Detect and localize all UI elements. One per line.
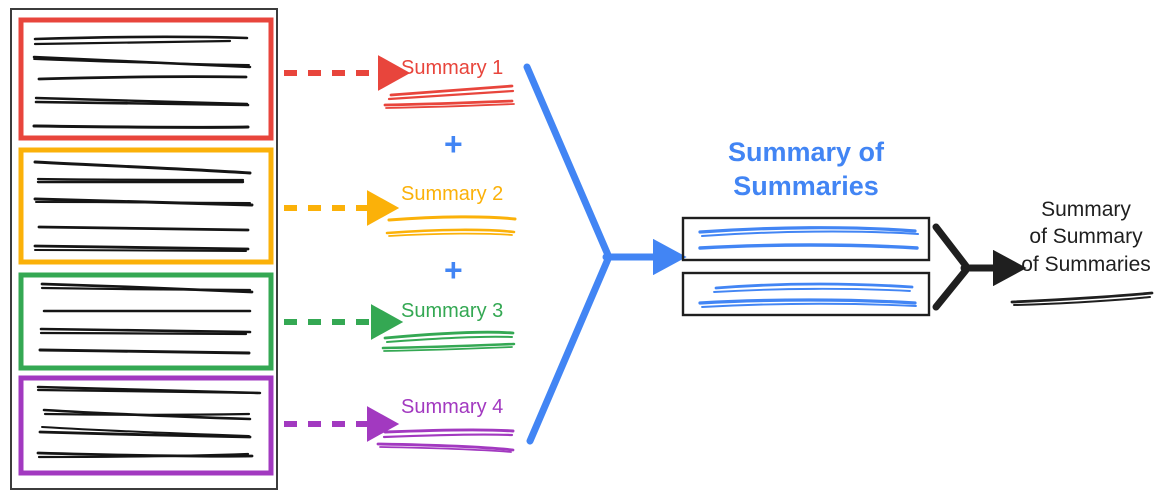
chunk-purple-text-lines (36, 385, 262, 459)
summary-3-label: Summary 3 (401, 300, 504, 322)
source-document-outline (10, 8, 278, 490)
summary-of-summaries-title: Summary of Summaries (686, 136, 926, 204)
blue-merge-funnel (523, 63, 687, 445)
summary-1-label: Summary 1 (401, 57, 504, 79)
sos-box-1[interactable] (681, 216, 931, 262)
summary-4-label: Summary 4 (401, 396, 504, 418)
final-summary-lines (1010, 291, 1154, 306)
chunk-to-summary-arrows (284, 55, 411, 442)
chunk-orange-text-lines (33, 160, 254, 252)
summary-2-lines (385, 215, 517, 237)
summary-1-lines (383, 84, 515, 109)
sos-title-line-2: Summaries (733, 170, 879, 201)
chunk-green-text-lines (38, 282, 254, 355)
document-chunk-red[interactable] (18, 17, 274, 141)
document-chunk-purple[interactable] (18, 375, 274, 476)
final-title-line-2: of Summary (1029, 225, 1143, 249)
sos-title-line-1: Summary of (727, 137, 885, 167)
plus-sign-1: + (444, 126, 463, 162)
final-summary-title: Summary of Summary of Summaries (1012, 196, 1160, 278)
document-chunk-green[interactable] (18, 272, 274, 371)
summary-4-lines (376, 428, 515, 453)
final-title-line-3: of Summaries (1021, 252, 1151, 276)
summary-3-lines (381, 330, 516, 352)
summary-2-label: Summary 2 (401, 183, 504, 205)
chunk-red-text-lines (32, 35, 252, 129)
sos-box-1-lines (698, 226, 919, 250)
black-merge-funnel (932, 223, 1027, 311)
sos-box-2[interactable] (681, 271, 931, 317)
sos-box-2-lines (698, 282, 917, 308)
document-chunk-orange[interactable] (18, 147, 274, 265)
final-title-line-1: Summary (1041, 198, 1131, 221)
plus-sign-2: + (444, 252, 463, 288)
